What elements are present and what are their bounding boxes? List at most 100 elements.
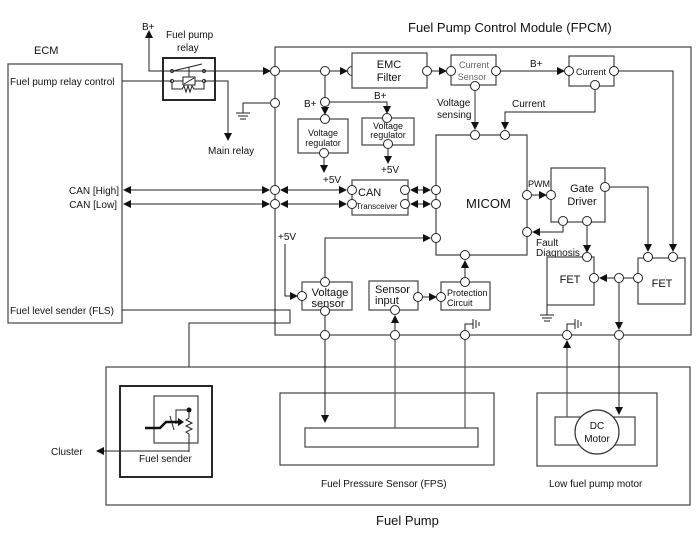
fuel-sender-label: Fuel sender [139, 454, 192, 465]
voltage-regulator-1-box [297, 118, 349, 154]
fpcm-node-power [270, 66, 280, 76]
vr1-in-node [320, 114, 330, 124]
cluster-label: Cluster [51, 447, 83, 458]
cur-in-node [564, 66, 574, 76]
bus-node-2 [390, 330, 400, 340]
fet-right-drain-node [668, 252, 678, 262]
vs-bottom-node [320, 306, 330, 316]
protect-label-2: Circuit [447, 298, 473, 308]
relay-bplus-wire [145, 30, 205, 72]
vreg2-label-1: Voltage [373, 121, 403, 131]
ground-icon [236, 102, 270, 120]
vr2-out-node [383, 139, 393, 149]
sinput-label-1: Sensor [375, 284, 410, 296]
can-transceiver-box [351, 179, 409, 216]
gate-out-bottom-node [582, 216, 592, 226]
bplus-reg1-label: B+ [304, 99, 317, 110]
micom-box [435, 134, 528, 256]
plus5v-label-3: +5V [278, 232, 296, 243]
fpcm-title: Fuel Pump Control Module (FPCM) [408, 20, 612, 35]
ecm-pin-can-low: CAN [Low] [69, 200, 117, 211]
fpcm-node-can-low [270, 199, 280, 209]
vreg1-label-1: Voltage [308, 128, 338, 138]
junction-node [320, 66, 330, 76]
fuel-pump-relay-box [162, 57, 216, 101]
bus-node-5 [614, 330, 624, 340]
micom-can-low-node [431, 199, 441, 209]
micom-fault-node [522, 227, 532, 237]
current-to-fet-wire [618, 70, 677, 252]
fault-label-1: Fault [536, 238, 558, 249]
can-in-high-node [347, 185, 357, 195]
vs-top-node [320, 277, 330, 287]
micom-can-high-node [431, 185, 441, 195]
relay-bplus-label: B+ [142, 22, 155, 33]
main-relay-wire [204, 80, 232, 141]
sinput-out-node [413, 292, 423, 302]
ecm-pin-relay-control: Fuel pump relay control [10, 77, 115, 88]
fault-label-2: Diagnosis [536, 248, 580, 259]
bplus-reg2-label: B+ [374, 91, 387, 102]
vr1-out-node [319, 148, 329, 158]
plus5v-label-2: +5V [381, 165, 399, 176]
can-label-1: CAN [358, 187, 381, 199]
bus-node-4 [562, 330, 572, 340]
dc-label-1: DC [590, 421, 604, 432]
can-out-low-node [400, 199, 410, 209]
cs-bottom-node [470, 81, 480, 91]
fet-mid-node [614, 273, 624, 283]
vsensor-supply-wire [284, 244, 298, 300]
cs-in-node [446, 66, 456, 76]
cur-bottom-node [590, 80, 600, 90]
vreg2-label-2: regulator [370, 130, 406, 140]
micom-vsense-node [470, 130, 480, 140]
voltage-sensing-label-1: Voltage [437, 98, 471, 109]
bus-node-3 [460, 330, 470, 340]
emc-label-2: Filter [377, 72, 402, 84]
can-out-high-node [400, 185, 410, 195]
pwm-label: PWM [528, 179, 550, 189]
ecm-label: ECM [34, 45, 58, 57]
protect-label-1: Protection [447, 288, 488, 298]
ecm-box [7, 63, 123, 324]
emc-filter-box [351, 52, 428, 89]
fls-wire [122, 309, 291, 410]
cs-out-node [491, 66, 501, 76]
sinput-label-2: input [375, 295, 399, 307]
fet-left-drain-node [589, 273, 599, 283]
fet-left-label: FET [560, 274, 581, 286]
vsensor-label-1: Voltage [312, 287, 349, 299]
vreg1-label-2: regulator [305, 138, 341, 148]
fps-sensor-bar [304, 427, 479, 448]
current-feedback-wire [501, 90, 596, 130]
gate-driver-box [550, 167, 606, 223]
ground-icon [540, 305, 554, 322]
motor-label: Low fuel pump motor [549, 479, 643, 490]
fuel-pump-label: Fuel Pump [376, 513, 439, 528]
fet-right-source-node [633, 273, 643, 283]
fet-right-box [637, 257, 686, 305]
chassis-ground-icon [566, 319, 582, 330]
gate-label-1: Gate [570, 183, 594, 195]
micom-current-node [500, 130, 510, 140]
gate-label-2: Driver [567, 196, 597, 208]
current-label: Current [512, 99, 546, 110]
relay-label-1: Fuel pump [166, 30, 214, 41]
fps-label: Fuel Pressure Sensor (FPS) [321, 479, 447, 490]
bplus-node [320, 97, 330, 107]
protect-in-node [436, 292, 446, 302]
micom-pwm-node [522, 190, 532, 200]
fpcm-node-can-high [270, 185, 280, 195]
dc-label-2: Motor [584, 434, 610, 445]
gate-to-fet-right [609, 186, 652, 252]
micom-label: MICOM [466, 196, 511, 211]
reg2-input-wire [330, 101, 391, 114]
variable-resistor-icon [145, 407, 194, 452]
fpcm-node-ground [270, 98, 280, 108]
voltage-sensing-label-2: sensing [437, 110, 471, 121]
fault-diagnosis-wire [532, 226, 564, 236]
bus-node-1 [320, 330, 330, 340]
fet-right-gate-node [643, 252, 653, 262]
plus5v-label-1: +5V [323, 175, 341, 186]
